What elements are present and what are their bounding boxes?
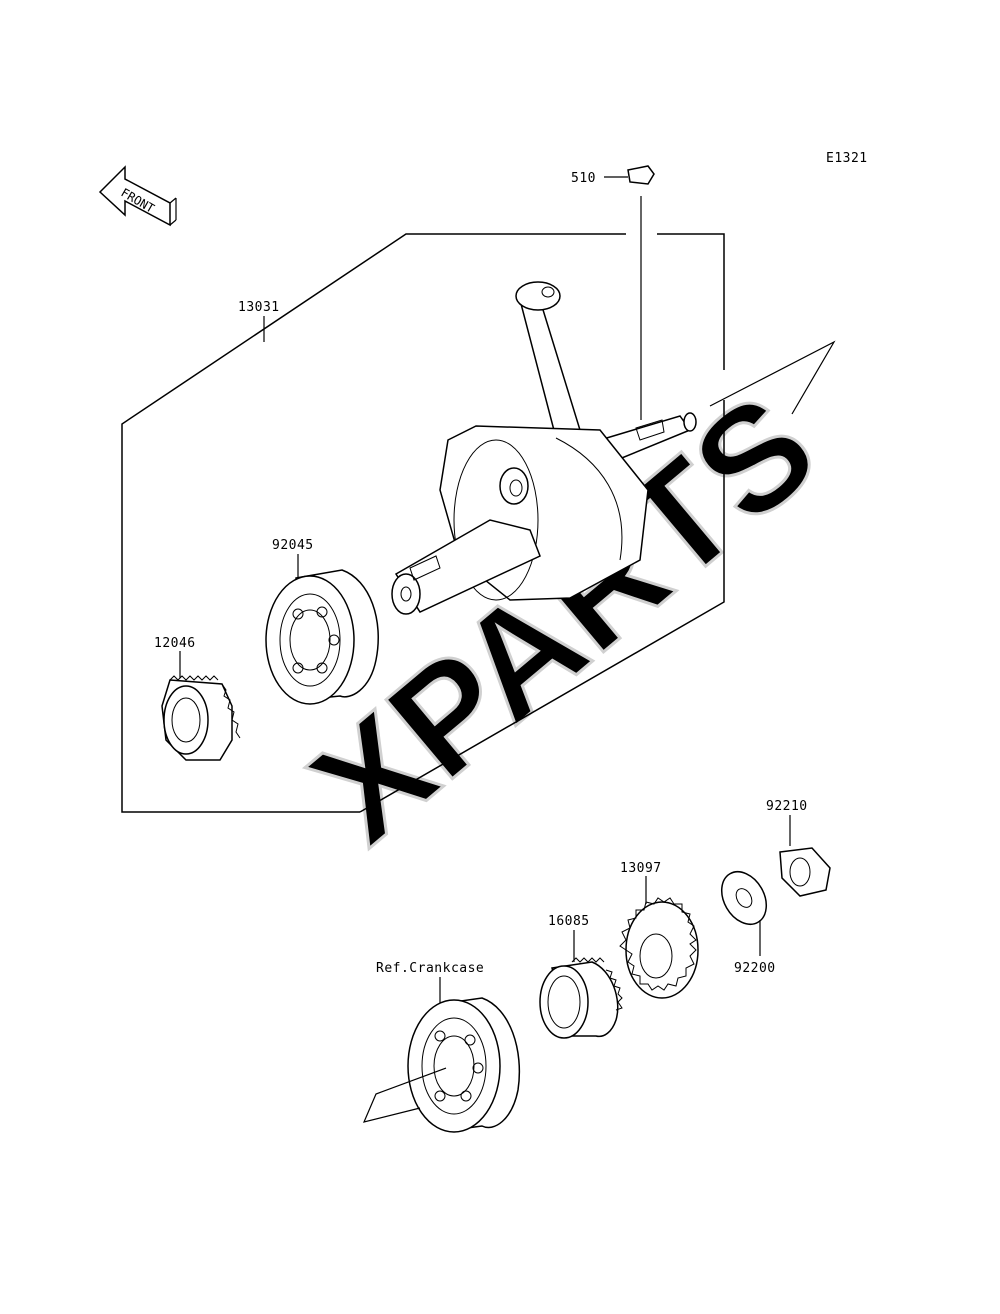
- gear-12046-icon[interactable]: [161, 651, 241, 761]
- gear-16085-icon[interactable]: [539, 930, 623, 1039]
- label-92210[interactable]: 92210: [766, 799, 808, 814]
- crankshaft-icon[interactable]: [391, 281, 836, 615]
- washer-92200-icon[interactable]: [713, 864, 776, 956]
- label-510[interactable]: 510: [571, 171, 596, 186]
- bearing-92045-icon[interactable]: [265, 554, 379, 705]
- label-12046[interactable]: 12046: [154, 636, 196, 651]
- label-13097[interactable]: 13097: [620, 861, 662, 876]
- diagram-code: E1321: [826, 151, 868, 166]
- label-92045[interactable]: 92045: [272, 538, 314, 553]
- bearing-crankcase-icon[interactable]: [362, 977, 521, 1133]
- label-13031[interactable]: 13031: [238, 300, 280, 315]
- key-510[interactable]: [604, 165, 655, 420]
- label-ref-crankcase[interactable]: Ref.Crankcase: [376, 961, 484, 976]
- assembly-frame: [121, 233, 725, 813]
- gear-13097-icon[interactable]: [619, 876, 699, 999]
- front-arrow-icon: FRONT: [98, 165, 177, 227]
- nut-92210-icon[interactable]: [779, 815, 831, 897]
- label-92200[interactable]: 92200: [734, 961, 776, 976]
- label-16085[interactable]: 16085: [548, 914, 590, 929]
